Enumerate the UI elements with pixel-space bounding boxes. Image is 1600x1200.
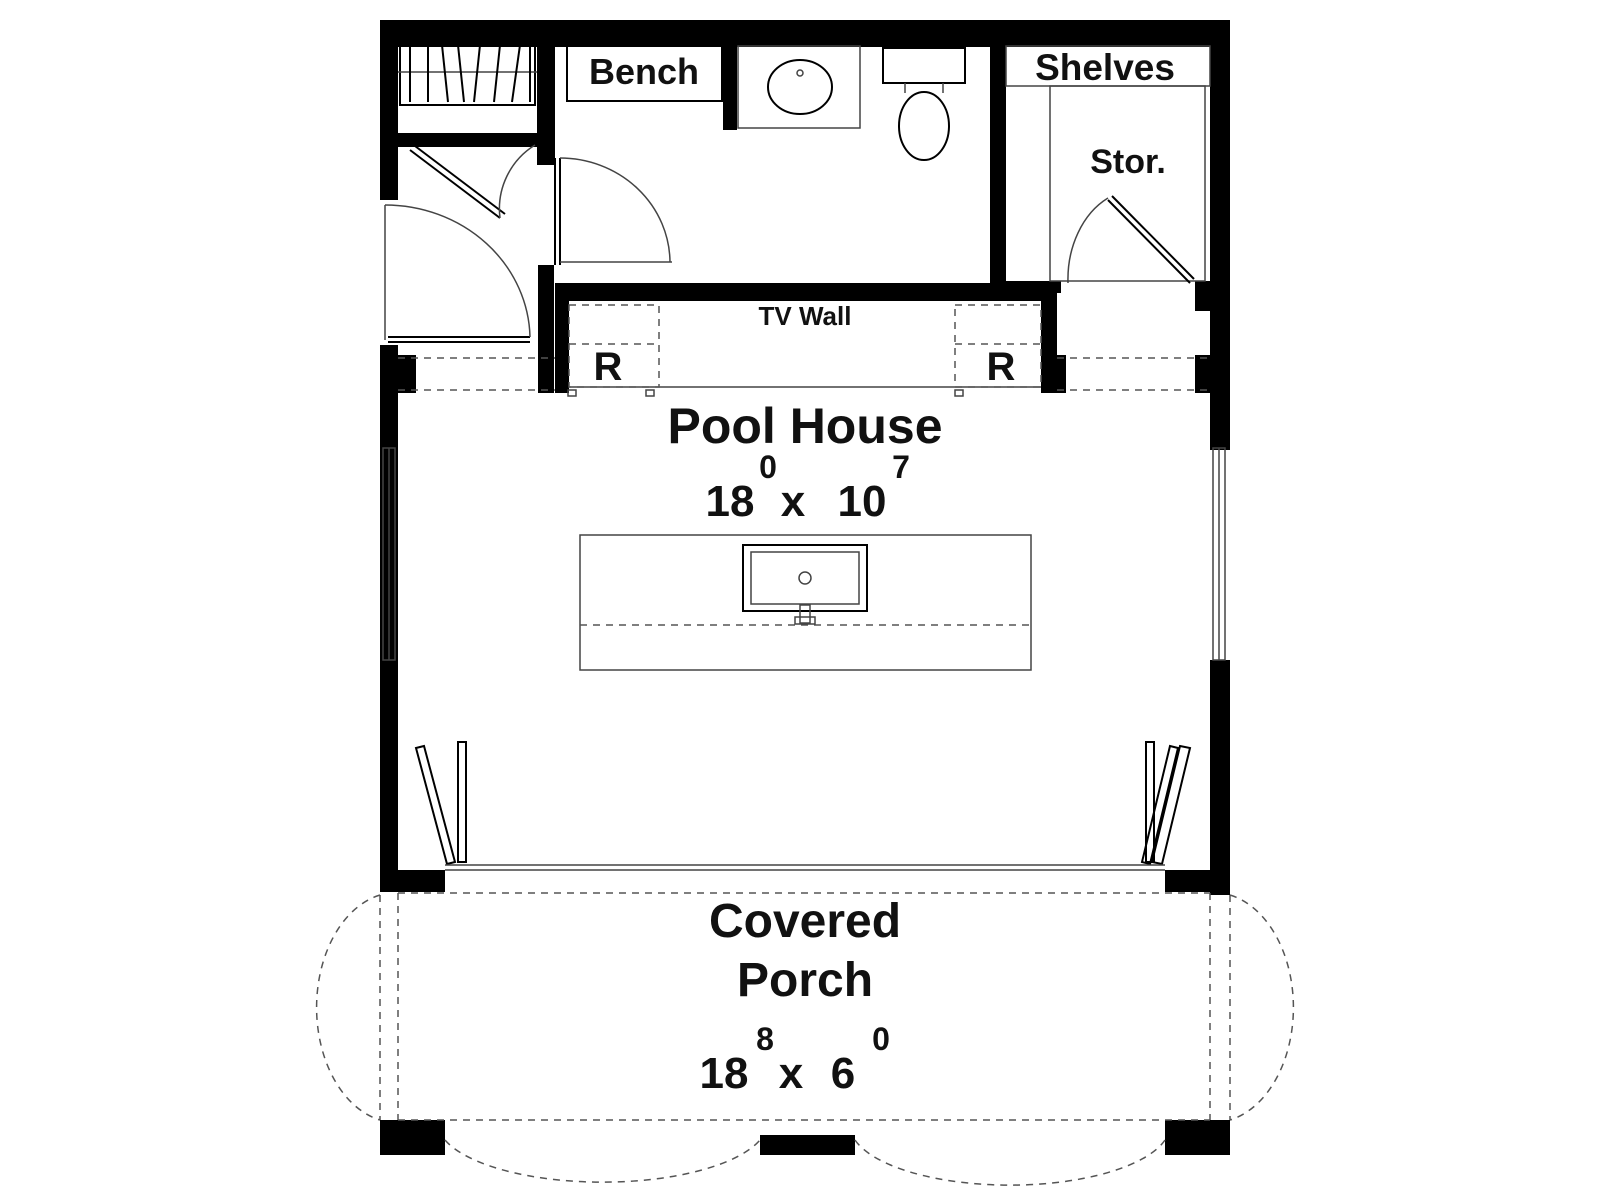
bathroom-door [554,157,672,265]
bathroom-vanity [737,45,861,129]
closet-hanging-rod [398,39,537,106]
pool-house-dim-ft-a: 18 [706,477,755,526]
covered-porch-name-line1: Covered [709,895,901,948]
covered-porch-dim-sep: x [779,1049,804,1098]
faucet-icon [798,571,812,585]
storage-door [1067,195,1195,284]
tv-wall-label: TV Wall [759,301,852,331]
bench-label: Bench [589,51,699,92]
toilet-icon [882,47,966,161]
pool-house-dim-sep: x [781,477,806,526]
pool-house-dim-in-b: 7 [892,449,910,485]
pool-house-dim-in-a: 0 [759,449,777,485]
interior-walls [398,40,1210,393]
covered-porch-dim-in-b: 0 [872,1021,890,1057]
entry-door [384,204,531,343]
pool-house-dim-ft-b: 10 [838,477,887,526]
shelves-label: Shelves [1035,47,1175,88]
kitchen-island [579,534,1032,671]
storage-label: Stor. [1090,143,1166,181]
pool-house-name: Pool House [667,398,942,454]
covered-porch-outline [315,892,1295,1186]
covered-porch-dim-ft-b: 6 [831,1049,855,1098]
tv-wall-cabinetry: TV Wall R R [567,301,1042,397]
window-right [1212,447,1226,661]
refrigerator-left-label: R [594,345,623,389]
folding-door-left [414,741,467,866]
covered-porch-room-label: Covered Porch 18 8 x 6 0 [700,895,902,1098]
covered-porch-dim-ft-a: 18 [700,1049,749,1098]
exterior-walls [380,20,1230,1155]
lavatory-sink-icon [767,59,833,115]
covered-porch-dim-in-a: 8 [756,1021,774,1057]
bench: Bench [566,45,723,102]
covered-porch-name-line2: Porch [737,954,873,1007]
closet-door [409,144,536,219]
refrigerator-right-label: R [987,345,1016,389]
window-left [382,447,396,661]
pool-house-room-label: Pool House 18 0 x 10 7 [667,398,942,526]
folding-door-right [1140,741,1192,866]
shelves: Shelves [1005,45,1211,282]
